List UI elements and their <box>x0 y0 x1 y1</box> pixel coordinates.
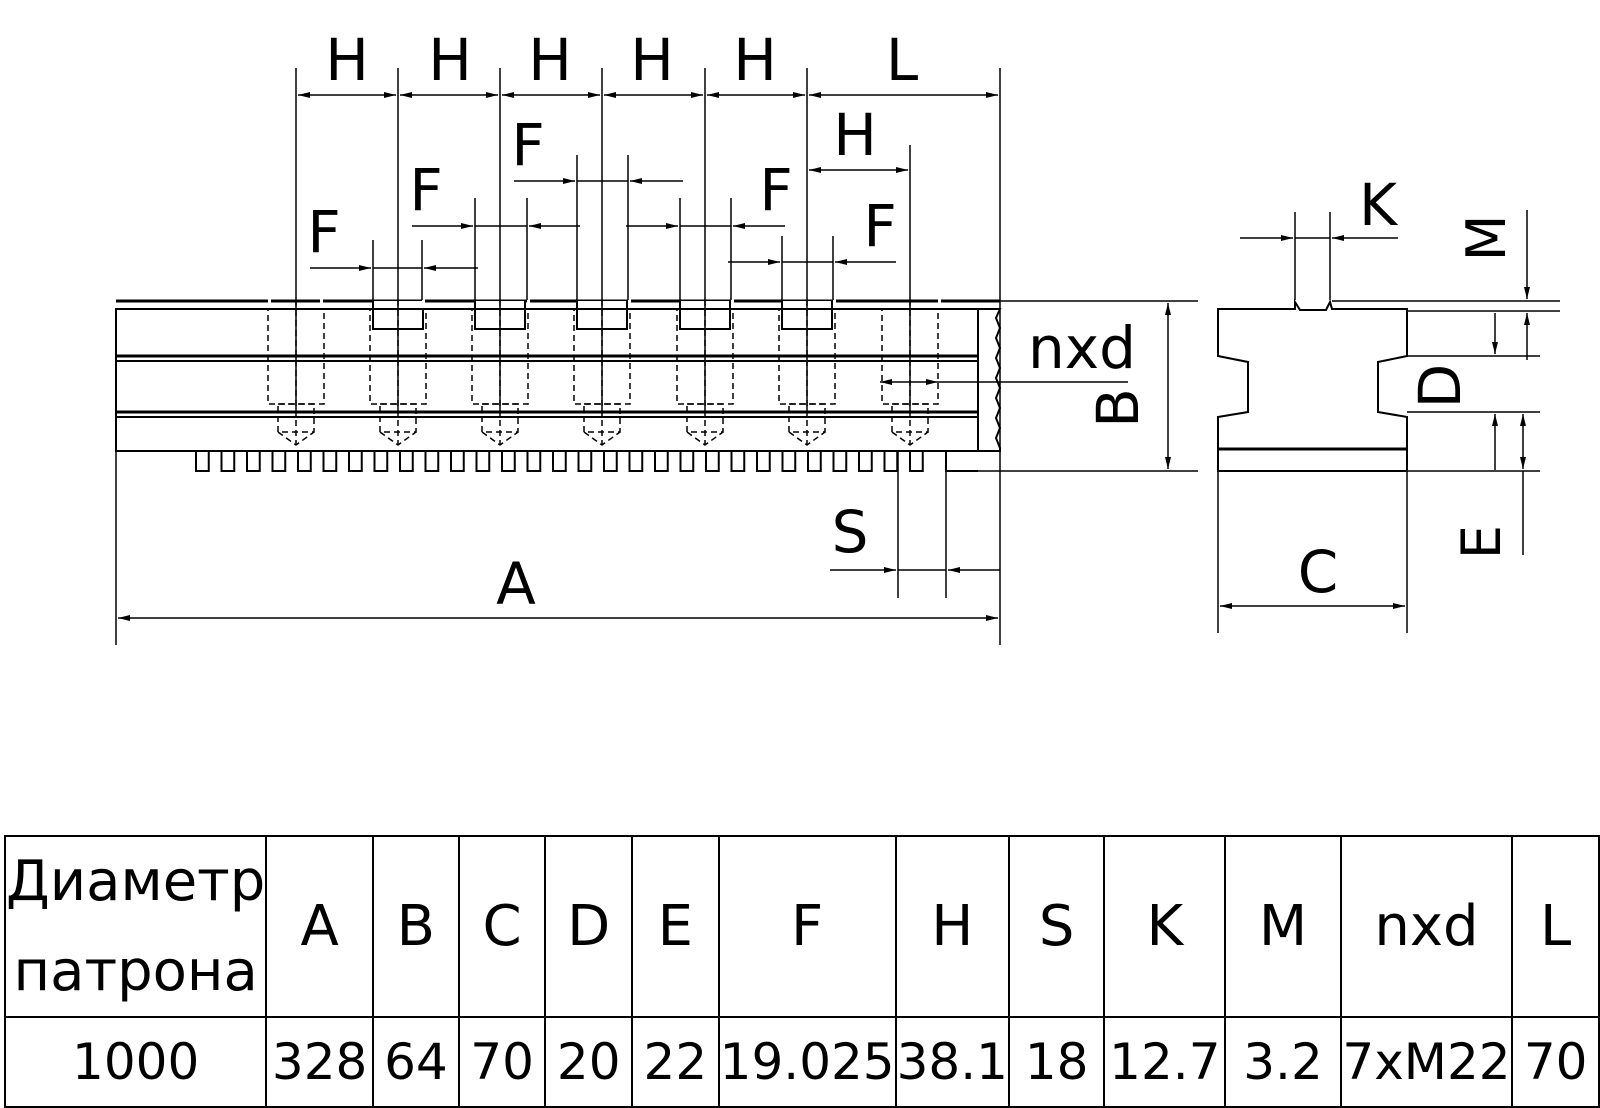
jaw-body <box>115 308 979 452</box>
hidden-hole <box>471 308 529 405</box>
table-header-row: Диаметр патрона A B C D E F H S K M nxd … <box>3 834 1600 1019</box>
dimension-labels: H H H H H L H F F F F F nxd B S A K M D … <box>307 26 1518 618</box>
jaw-technical-drawing: H H H H H L H F F F F F nxd B S A K M D … <box>115 26 1560 645</box>
bottom-teeth <box>116 450 978 472</box>
label-f-5: F <box>863 192 896 260</box>
label-f-1: F <box>307 198 340 266</box>
front-dimensions <box>115 68 1198 645</box>
side-dimensions <box>1217 210 1560 633</box>
label-f-3: F <box>511 111 544 179</box>
dimensions-table: Диаметр патрона A B C D E F H S K M nxd … <box>3 834 1600 1108</box>
header-f: F <box>717 834 897 1019</box>
label-f-4: F <box>759 156 792 224</box>
label-s: S <box>832 498 869 566</box>
cell-f: 19.025 <box>717 1016 897 1108</box>
table-row: 1000 328 64 70 20 22 19.025 38.1 18 12.7… <box>3 1016 1600 1108</box>
label-h-1: H <box>325 26 369 94</box>
label-k: K <box>1359 171 1399 239</box>
header-d: D <box>544 834 634 1019</box>
label-h-2: H <box>428 26 472 94</box>
label-h-6: H <box>833 101 877 169</box>
cell-c: 70 <box>457 1016 547 1108</box>
cell-h: 38.1 <box>894 1016 1010 1108</box>
cell-nxd: 7xM22 <box>1339 1016 1514 1108</box>
cell-l: 70 <box>1511 1016 1600 1108</box>
side-view <box>1217 298 1408 472</box>
hidden-hole <box>573 308 631 405</box>
hidden-hole <box>881 308 939 405</box>
jaw-end-profile <box>978 308 1002 452</box>
label-b: B <box>1084 388 1152 428</box>
label-a: A <box>496 550 536 618</box>
cell-d: 20 <box>544 1016 634 1108</box>
cell-k: 12.7 <box>1103 1016 1227 1108</box>
header-chuck-diameter-line1: Диаметр <box>6 849 266 914</box>
header-chuck-diameter: Диаметр патрона <box>3 834 268 1019</box>
label-c: C <box>1298 538 1339 606</box>
header-chuck-diameter-line2: патрона <box>13 938 258 1004</box>
header-a: A <box>265 834 374 1019</box>
header-c: C <box>457 834 547 1019</box>
header-h: H <box>894 834 1010 1019</box>
cell-b: 64 <box>371 1016 460 1108</box>
header-l: L <box>1511 834 1600 1019</box>
cell-diameter: 1000 <box>3 1016 268 1108</box>
hidden-hole <box>267 308 325 405</box>
hidden-hole <box>778 308 836 405</box>
label-nxd: nxd <box>1028 314 1136 382</box>
label-h-5: H <box>733 26 777 94</box>
cell-e: 22 <box>631 1016 720 1108</box>
label-e: E <box>1450 525 1513 559</box>
cell-a: 328 <box>265 1016 374 1108</box>
label-d: D <box>1406 364 1474 409</box>
hidden-hole <box>676 308 734 405</box>
label-m: M <box>1455 215 1518 262</box>
front-view <box>115 299 1002 472</box>
header-k: K <box>1103 834 1227 1019</box>
header-b: B <box>371 834 460 1019</box>
top-slots <box>268 299 941 330</box>
label-f-2: F <box>409 156 442 224</box>
hidden-hole <box>369 308 427 405</box>
cell-m: 3.2 <box>1224 1016 1342 1108</box>
label-h-4: H <box>630 26 674 94</box>
label-l: L <box>886 26 918 94</box>
label-h-3: H <box>528 26 572 94</box>
header-m: M <box>1224 834 1342 1019</box>
cell-s: 18 <box>1007 1016 1106 1108</box>
header-nxd: nxd <box>1339 834 1514 1019</box>
header-e: E <box>631 834 720 1019</box>
header-s: S <box>1007 834 1106 1019</box>
